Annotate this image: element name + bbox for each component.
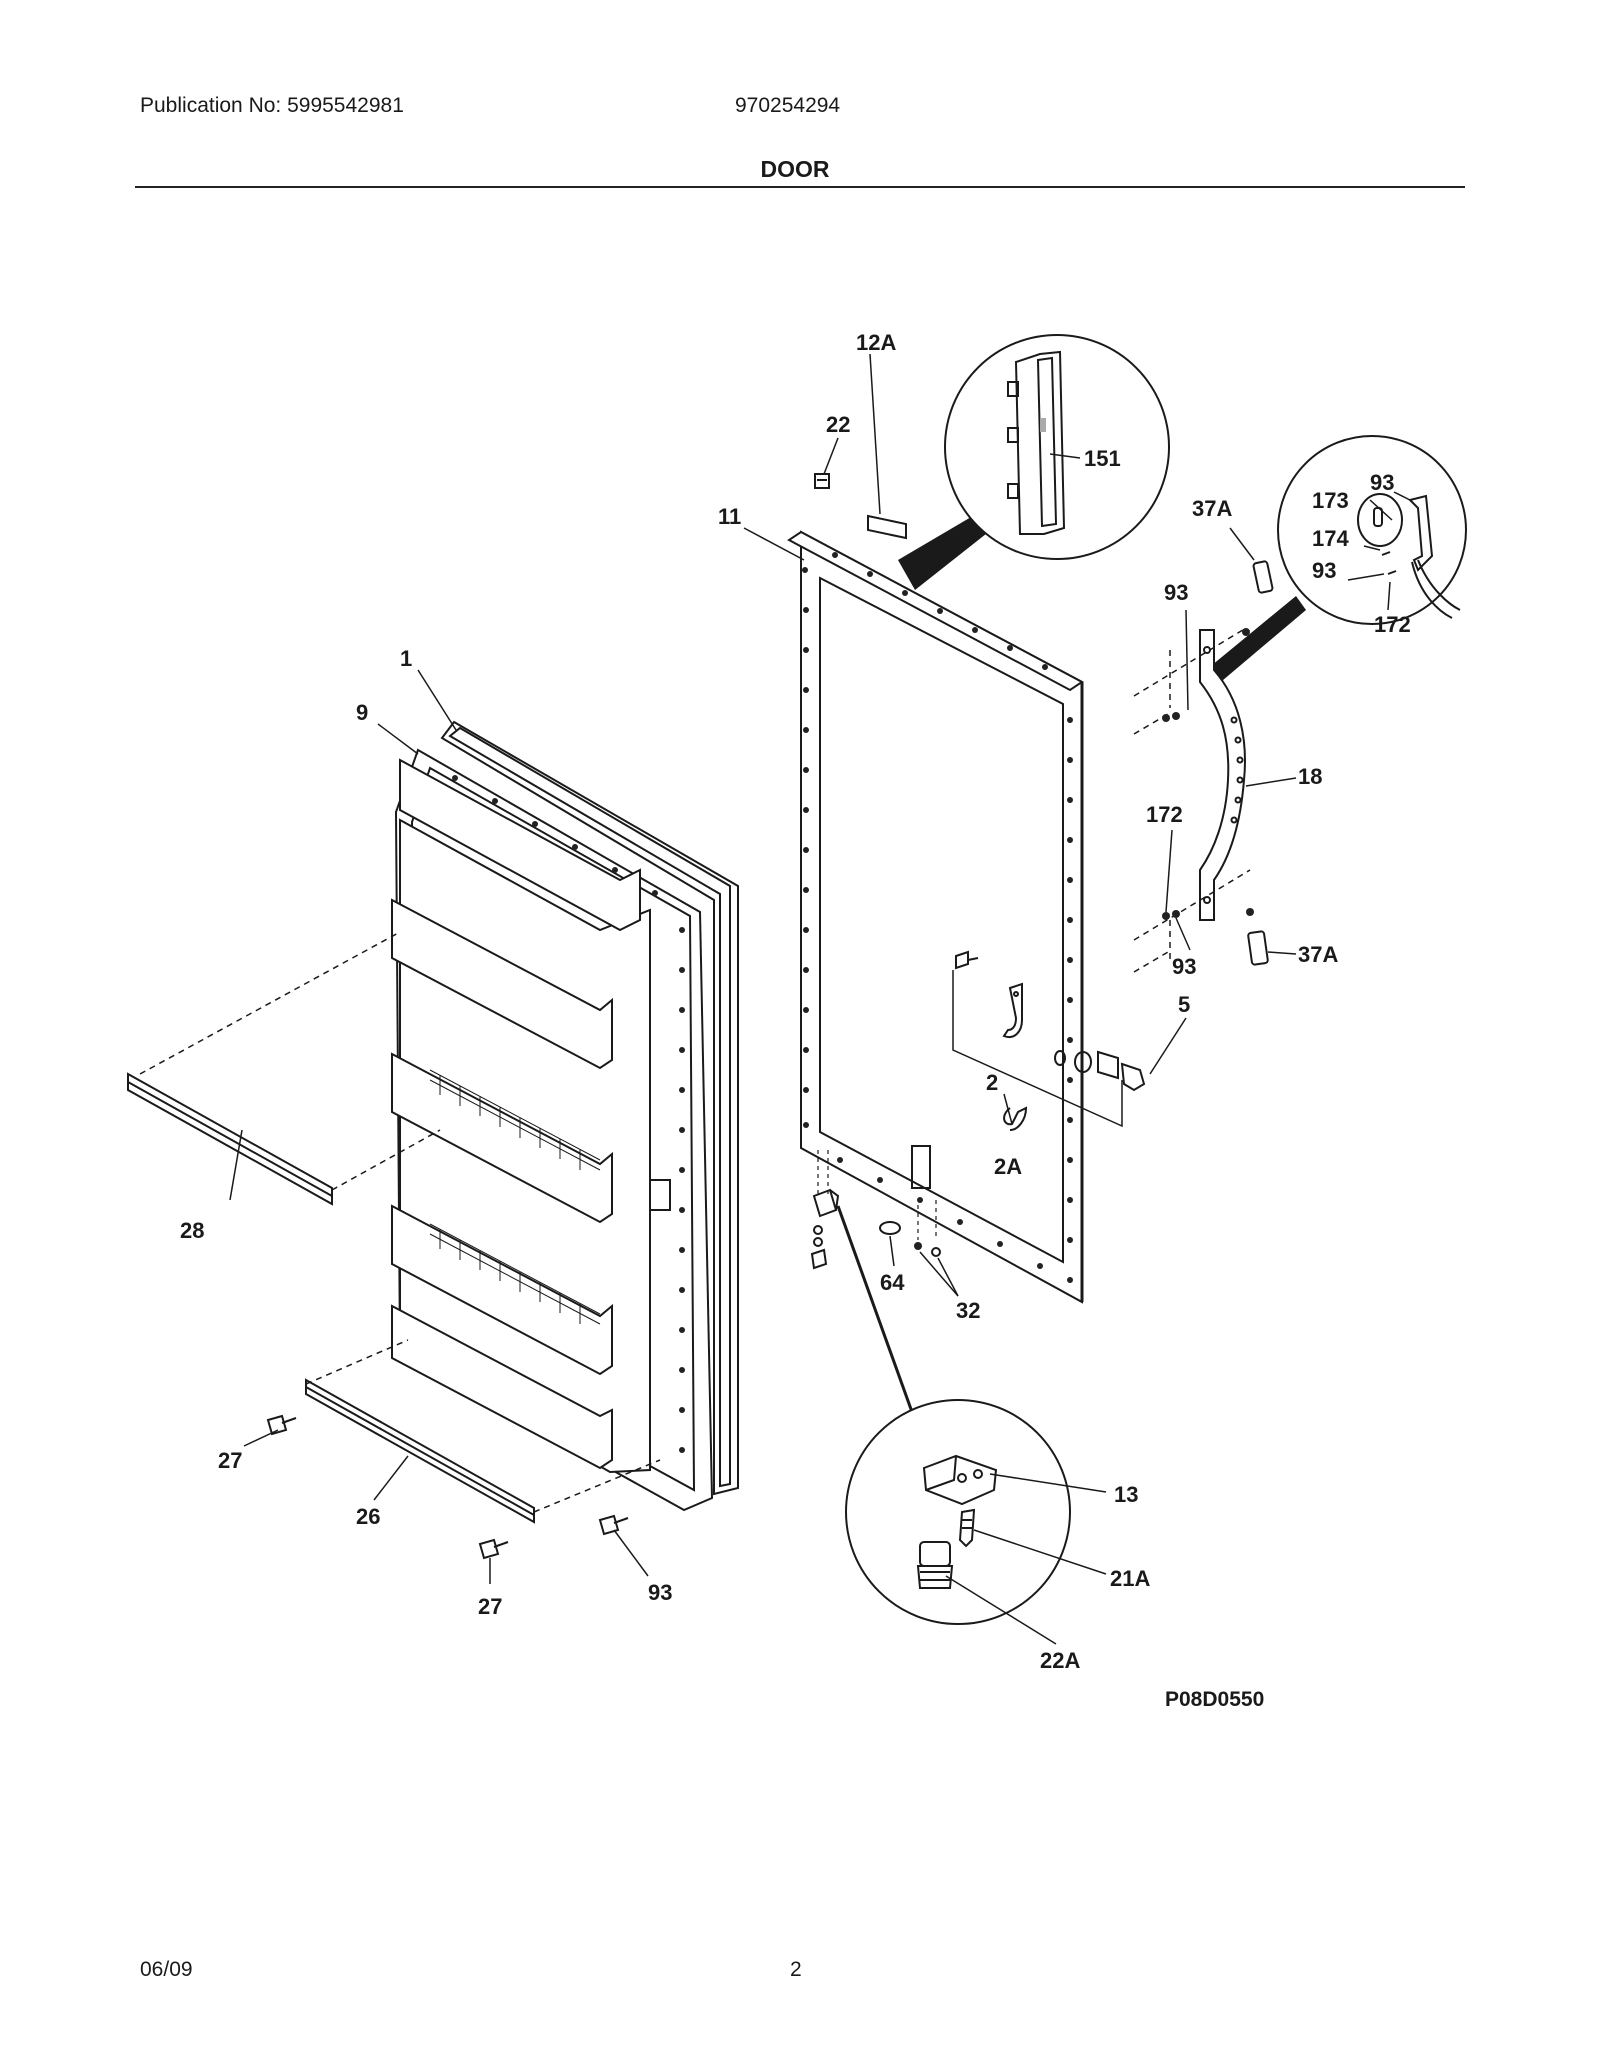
inset-151 [944, 334, 1170, 560]
washer-64 [879, 1221, 901, 1235]
handle-screws [1162, 628, 1254, 920]
page-title: DOOR [760, 156, 830, 182]
callout-2a: 2A [994, 1154, 1022, 1179]
screw-93-bottom [598, 1514, 629, 1536]
trim-strip-26 [305, 1378, 535, 1524]
latch-2 [955, 950, 1023, 1038]
callout-2: 2 [986, 1070, 998, 1095]
callout-18: 18 [1298, 764, 1322, 789]
callout-174: 174 [1312, 526, 1349, 551]
callout-12a: 12A [856, 330, 896, 355]
page-number: 2 [790, 1958, 802, 1981]
screw-27-left [266, 1414, 297, 1436]
screw-27-bottom [478, 1538, 509, 1560]
label-12a [867, 514, 907, 540]
callout-21a: 21A [1110, 1566, 1150, 1591]
diagram-code: P08D0550 [1165, 1688, 1265, 1711]
door-gasket [440, 720, 739, 1496]
callout-27-left: 27 [218, 1448, 242, 1473]
end-cap-37a-bottom [1247, 930, 1269, 966]
handle-inset [1277, 435, 1467, 625]
callout-37a-bottom: 37A [1298, 942, 1338, 967]
callout-93-inset-top: 93 [1370, 470, 1394, 495]
callout-11: 11 [718, 504, 741, 529]
callout-1: 1 [400, 646, 412, 671]
callout-32: 32 [956, 1298, 980, 1323]
lock-cylinder-5 [1074, 1050, 1146, 1092]
callout-172: 172 [1146, 802, 1183, 827]
door-handle-18 [1199, 629, 1246, 921]
trim-strip-28 [127, 1072, 333, 1206]
model-number: 970254294 [735, 94, 841, 117]
callout-13: 13 [1114, 1482, 1138, 1507]
callout-5: 5 [1178, 992, 1190, 1017]
callout-64: 64 [880, 1270, 905, 1295]
callout-93-handle-bottom: 93 [1172, 954, 1196, 979]
publication-number: Publication No: 5995542981 [140, 94, 404, 117]
callout-173: 173 [1312, 488, 1349, 513]
callout-93-handle-top: 93 [1164, 580, 1188, 605]
plug-22 [814, 473, 830, 489]
hinge-inset [845, 1399, 1071, 1625]
callout-93-inset-mid: 93 [1312, 558, 1336, 583]
callout-22: 22 [826, 412, 850, 437]
end-cap-37a-top [1252, 560, 1274, 594]
header-divider [135, 186, 1465, 188]
callout-27-bottom: 27 [478, 1594, 502, 1619]
inner-door-liner [391, 748, 714, 1512]
callout-151: 151 [1084, 446, 1121, 471]
hinge-bracket-small [810, 1188, 840, 1270]
callout-26: 26 [356, 1504, 380, 1529]
callout-22a: 22A [1040, 1648, 1080, 1673]
outer-door-panel [787, 530, 1084, 1304]
callout-172-inset: 172 [1374, 612, 1411, 637]
nut-32 [914, 1242, 941, 1257]
callout-9: 9 [356, 700, 368, 725]
callout-93-bottom: 93 [648, 1580, 672, 1605]
footer-date: 06/09 [140, 1958, 193, 1981]
callout-28: 28 [180, 1218, 204, 1243]
callout-37a-top: 37A [1192, 496, 1232, 521]
